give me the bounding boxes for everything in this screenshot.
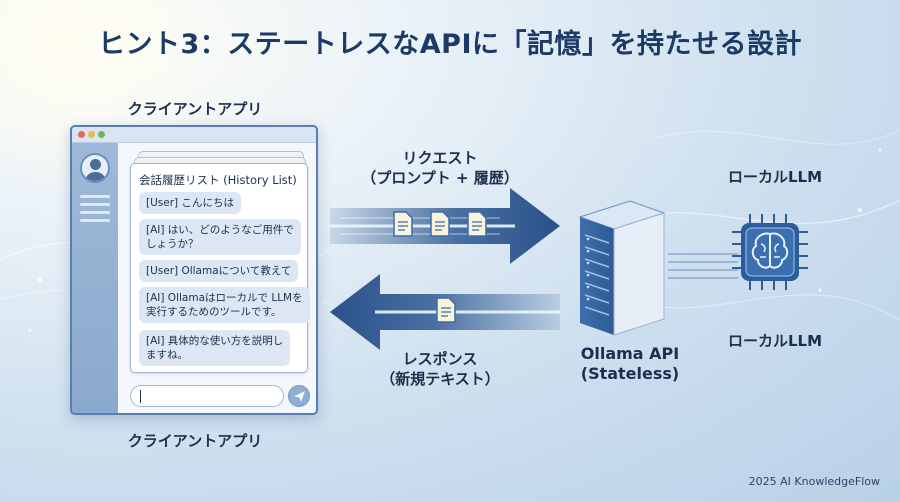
send-icon [294,391,305,402]
llm-label-bottom: ローカルLLM [727,332,823,350]
document-icon [430,211,450,237]
response-subtitle: （新規テキスト） [380,370,500,388]
message-bubble-user: [User] Ollamaについて教えて [139,260,299,282]
request-title: リクエスト [402,149,478,167]
server-title: Ollama API [580,344,680,363]
message-bubble-ai: [AI] Ollamaはローカルで LLMを 実行するためのツールです。 [139,287,310,323]
page-title: ヒント3：ステートレスなAPIに「記憶」を持たせる設計 [97,29,803,60]
close-dot-icon [78,131,85,138]
client-app-label-bottom: クライアントアプリ [127,432,263,450]
document-icon [467,211,487,237]
document-icon [393,211,413,237]
text-caret [140,390,141,403]
server-subtitle: (Stateless) [580,364,680,383]
brain-chip-icon [732,214,808,290]
server-icon [578,200,666,336]
sidebar [72,143,118,413]
minimize-dot-icon [88,131,95,138]
footer-credit: 2025 AI KnowledgeFlow [748,475,880,488]
request-subtitle: （プロンプト + 履歴） [361,169,519,187]
window-titlebar [72,127,316,143]
user-avatar-icon [80,153,110,183]
message-bubble-user: [User] こんにちは [139,192,241,214]
document-icon [436,297,456,323]
client-app-window: 会話履歴リスト (History List) [User] こんにちは [AI]… [70,125,318,415]
message-bubble-ai: [AI] はい、どのようなご用件で しょうか？ [139,219,301,255]
sidebar-menu-line [80,195,110,198]
message-input[interactable] [130,385,284,407]
maximize-dot-icon [98,131,105,138]
history-list-panel: 会話履歴リスト (History List) [User] こんにちは [AI]… [130,163,310,373]
history-list-title: 会話履歴リスト (History List) [139,173,297,187]
client-app-label-top: クライアントアプリ [127,100,263,118]
message-bubble-ai: [AI] 具体的な使い方を説明し ますね。 [139,330,291,366]
response-label: レスポンス （新規テキスト） [330,349,550,389]
server-llm-connection [668,253,738,279]
request-label: リクエスト （プロンプト + 履歴） [330,148,550,188]
response-title: レスポンス [402,350,478,368]
sidebar-menu-line [80,203,110,206]
sidebar-menu-line [80,219,110,222]
llm-label-top: ローカルLLM [727,168,823,186]
sidebar-menu-line [80,211,110,214]
send-button[interactable] [288,385,310,407]
server-label: Ollama API (Stateless) [555,344,705,384]
